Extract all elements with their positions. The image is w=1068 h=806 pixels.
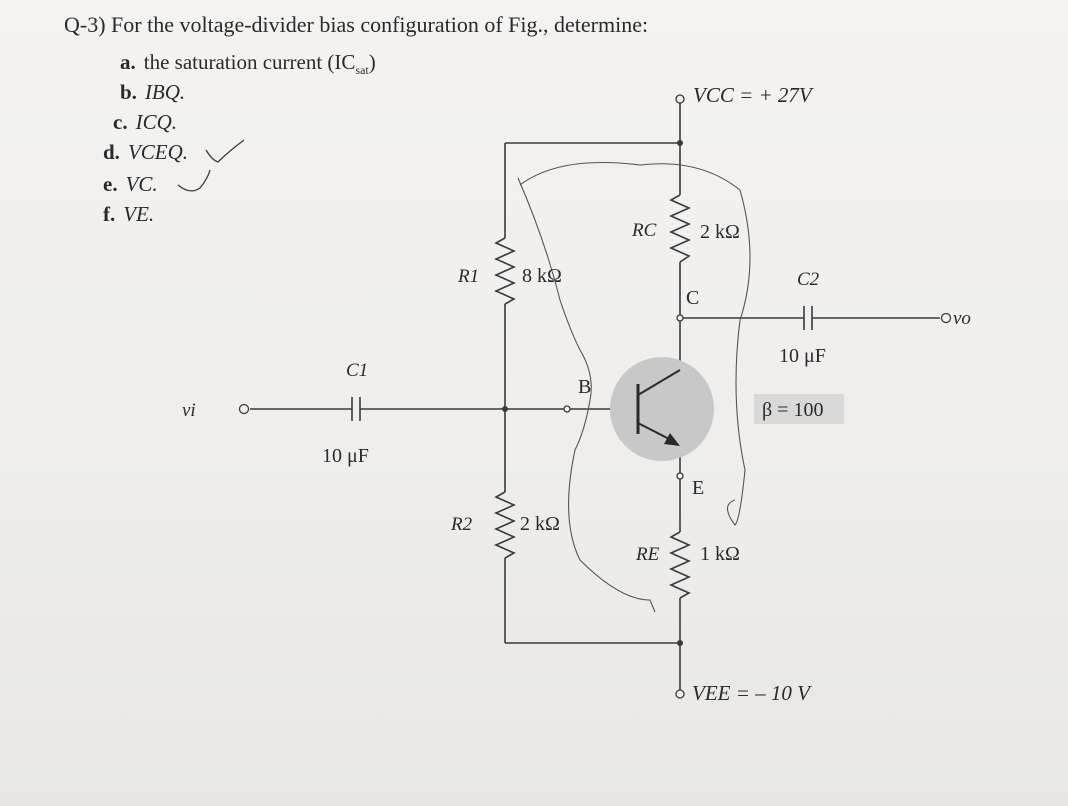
vi-label: vi [182, 400, 196, 421]
check-mark-d [205, 139, 245, 163]
item-e: e. VC. [103, 172, 158, 197]
c2-value: 10 μF [779, 345, 826, 367]
node-e-label: E [692, 477, 704, 499]
r2-name: R2 [450, 514, 473, 535]
item-e-text: VC. [125, 172, 158, 196]
rc-resistor [669, 194, 691, 263]
vcc-label: VCC = + 27V [693, 83, 814, 107]
r2-value: 2 kΩ [520, 513, 560, 535]
vee-label: VEE = – 10 V [692, 681, 812, 705]
item-f-text: VE. [123, 202, 155, 226]
node-b-label: B [578, 376, 591, 398]
item-d-letter: d. [103, 140, 120, 164]
item-b-letter: b. [120, 80, 137, 104]
item-b-text: IBQ. [144, 80, 186, 104]
re-name: RE [635, 544, 660, 565]
rc-value: 2 kΩ [700, 221, 740, 243]
item-a: a. the saturation current (ICsat) [120, 50, 376, 78]
collector-terminal [676, 314, 684, 322]
emitter-terminal [676, 472, 684, 480]
transistor-body [610, 357, 714, 461]
vo-terminal [940, 312, 952, 324]
item-e-letter: e. [103, 172, 118, 196]
transistor-collector-lead [637, 369, 681, 396]
re-resistor [669, 531, 691, 599]
item-c: c. ICQ. [113, 110, 177, 135]
r1-value: 8 kΩ [522, 265, 562, 287]
item-f: f. VE. [103, 202, 154, 227]
c2-name: C2 [797, 269, 820, 290]
node-c-label: C [686, 287, 699, 309]
item-a-letter: a. [120, 50, 136, 74]
handwritten-loop-left [517, 177, 656, 613]
re-value: 1 kΩ [700, 543, 740, 565]
c1-name: C1 [346, 360, 368, 381]
item-a-close: ) [368, 50, 376, 74]
item-b: b. IBQ. [120, 80, 185, 105]
vcc-junction-dot [677, 140, 683, 146]
base-junction-dot [502, 406, 508, 412]
handwritten-loop-right [519, 161, 751, 526]
c1-value: 10 μF [322, 445, 369, 467]
r1-resistor [494, 237, 516, 305]
rc-name: RC [631, 220, 657, 241]
vee-junction-dot [677, 640, 683, 646]
item-c-text: ICQ. [135, 110, 177, 134]
item-c-letter: c. [113, 110, 128, 134]
vo-label: vo [953, 308, 971, 329]
base-terminal [563, 405, 571, 413]
item-d-text: VCEQ. [127, 140, 189, 164]
item-d: d. VCEQ. [103, 140, 188, 165]
question-header: Q-3) For the voltage-divider bias config… [64, 12, 649, 37]
emitter-arrow-icon [664, 433, 680, 446]
check-mark-e [177, 169, 211, 192]
vi-terminal [238, 403, 250, 415]
vee-terminal [675, 689, 685, 699]
item-a-sub: sat [355, 63, 369, 78]
item-f-letter: f. [103, 202, 116, 226]
beta-highlight [754, 394, 844, 424]
r1-name: R1 [457, 266, 479, 287]
vcc-terminal [675, 94, 685, 104]
beta-label: β = 100 [762, 399, 823, 421]
r2-resistor [494, 491, 516, 559]
item-a-text: the saturation current (IC [143, 50, 356, 74]
